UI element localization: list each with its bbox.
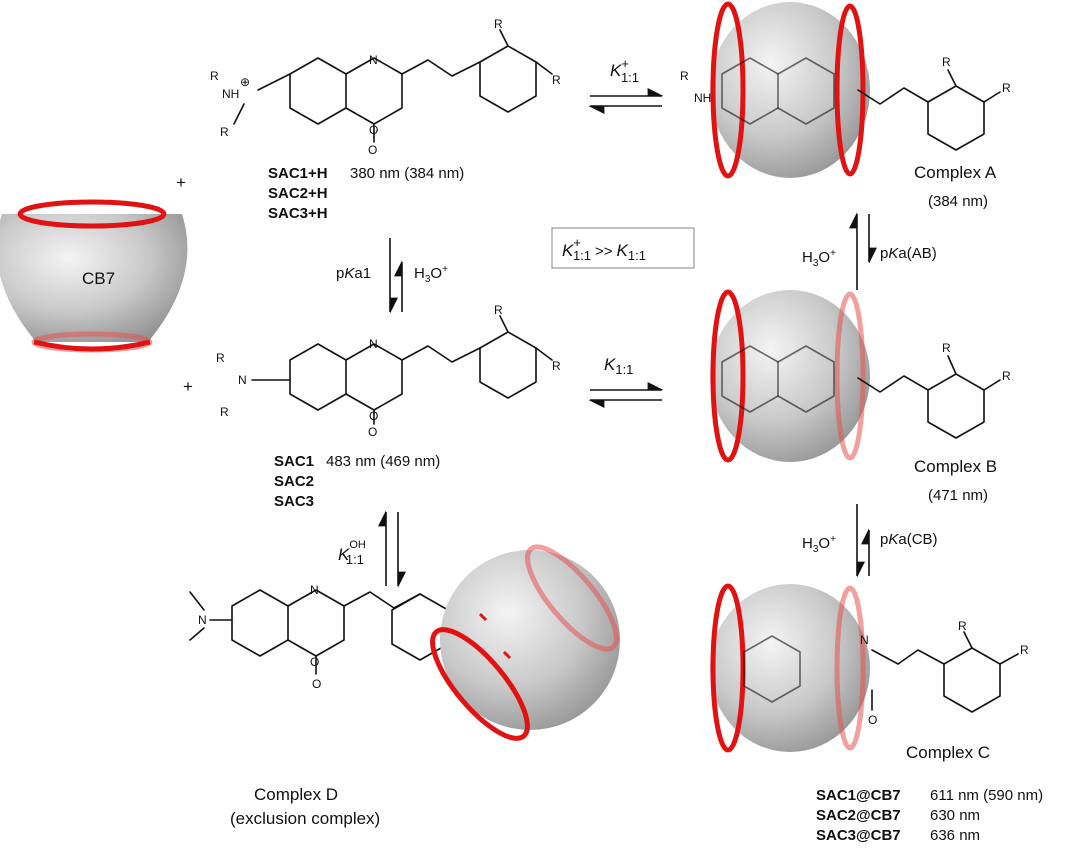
n-amine: N xyxy=(238,373,247,387)
cb7-complex-labels: SAC1@CB7 611 nm (590 nm) SAC2@CB7 630 nm… xyxy=(816,787,1043,844)
r1-top: R xyxy=(210,69,219,83)
complex-a-r1-top: R xyxy=(680,69,689,83)
carbonyl-o-neutral: O xyxy=(368,425,377,439)
complex-c: N O R R Complex C xyxy=(710,583,1029,762)
svg-text:SAC2@CB7: SAC2@CB7 xyxy=(816,807,901,824)
svg-text:SAC3@CB7: SAC3@CB7 xyxy=(816,827,901,844)
complex-d-name: Complex D xyxy=(254,785,338,804)
complex-a-value: (384 nm) xyxy=(928,193,988,210)
r2-ortho: R xyxy=(494,17,503,31)
svg-text:SAC3: SAC3 xyxy=(274,493,314,510)
svg-text:H3O+: H3O+ xyxy=(414,264,448,285)
sac1-cb7-value: 611 nm (590 nm) xyxy=(930,787,1043,804)
svg-text:630 nm: 630 nm xyxy=(930,807,980,824)
svg-text:SAC1: SAC1 xyxy=(274,453,314,470)
complex-a-nh: NH xyxy=(694,91,711,105)
svg-text:H3O+: H3O+ xyxy=(802,248,836,269)
plus-sign-top: + xyxy=(176,173,186,192)
complex-b-value: (471 nm) xyxy=(928,487,988,504)
cb7-label: CB7 xyxy=(82,269,115,288)
svg-text:K+1:1>>K1:1: K+1:1>>K1:1 xyxy=(562,235,646,263)
complex-d-carbonyl-o: O xyxy=(312,677,321,691)
carbonyl-o: O xyxy=(368,143,377,157)
complex-c-r2-ortho: R xyxy=(958,619,967,633)
svg-text:SAC3+H: SAC3+H xyxy=(268,205,328,222)
complex-d-o: O xyxy=(310,655,319,669)
nh-plus-charge: ⊕ xyxy=(240,75,250,89)
svg-text:K1:1: K1:1 xyxy=(604,355,633,377)
complex-c-nh: N xyxy=(860,633,869,647)
r2-ortho-neutral: R xyxy=(494,303,503,317)
complex-c-r2-para: R xyxy=(1020,643,1029,657)
svg-text:380 nm (384 nm): 380 nm (384 nm) xyxy=(350,165,464,182)
sac3h-name: SAC3+H xyxy=(268,205,328,222)
k11-plus-equilibrium: K+1:1 xyxy=(588,56,664,114)
svg-text:pKa(AB): pKa(AB) xyxy=(880,245,937,262)
sac2-name: SAC2 xyxy=(274,473,314,490)
r1-bottom-neutral: R xyxy=(220,405,229,419)
complex-a: R NH R R Complex A (384 nm) xyxy=(680,1,1011,210)
complex-a-name: Complex A xyxy=(914,163,997,182)
k11-equilibrium: K1:1 xyxy=(588,355,664,408)
complex-c-carbonyl-o: O xyxy=(868,713,877,727)
protonated-guest-structure: N O O NH ⊕ R R R R xyxy=(210,17,561,157)
svg-text:611 nm (590 nm): 611 nm (590 nm) xyxy=(930,787,1043,804)
svg-text:SAC1@CB7: SAC1@CB7 xyxy=(816,787,901,804)
r2-para: R xyxy=(552,73,561,87)
k-relation-box: K+1:1>>K1:1 xyxy=(551,227,695,269)
o-atom: O xyxy=(369,123,378,137)
complex-b: R R Complex B (471 nm) xyxy=(710,289,1011,504)
r1-bottom: R xyxy=(220,125,229,139)
sac3-cb7-name: SAC3@CB7 xyxy=(816,827,901,844)
sac1h-name: SAC1+H xyxy=(268,165,328,182)
complex-b-r2-ortho: R xyxy=(942,341,951,355)
sac1-cb7-name: SAC1@CB7 xyxy=(816,787,901,804)
svg-text:K+1:1: K+1:1 xyxy=(610,56,639,85)
sac2h-name: SAC2+H xyxy=(268,185,328,202)
sac1h-value: 380 nm (384 nm) xyxy=(350,165,464,182)
n-atom: N xyxy=(369,53,378,67)
sac2-cb7-value: 630 nm xyxy=(930,807,980,824)
complex-a-r2-ortho: R xyxy=(942,55,951,69)
sac1-value: 483 nm (469 nm) xyxy=(326,453,440,470)
sac2-cb7-name: SAC2@CB7 xyxy=(816,807,901,824)
plus-sign-bottom: + xyxy=(183,377,193,396)
svg-text:pKa1: pKa1 xyxy=(336,265,371,282)
svg-text:H3O+: H3O+ xyxy=(802,534,836,555)
svg-text:SAC2: SAC2 xyxy=(274,473,314,490)
pka-ab-equilibrium: H3O+ pKa(AB) xyxy=(802,212,937,290)
pka1-equilibrium: pKa1 H3O+ xyxy=(336,238,448,314)
svg-text:483 nm (469 nm): 483 nm (469 nm) xyxy=(326,453,440,470)
complex-b-name: Complex B xyxy=(914,457,997,476)
r1-top-neutral: R xyxy=(216,351,225,365)
complex-d-n: N xyxy=(310,583,319,597)
cb7-host: CB7 xyxy=(0,199,188,353)
neutral-guest-structure: N O O N R R R R xyxy=(216,303,561,439)
svg-text:SAC2+H: SAC2+H xyxy=(268,185,328,202)
complex-b-r2-para: R xyxy=(1002,369,1011,383)
svg-text:SAC1+H: SAC1+H xyxy=(268,165,328,182)
complex-d-note: (exclusion complex) xyxy=(230,809,380,828)
protonated-labels: SAC1+H 380 nm (384 nm) SAC2+H SAC3+H xyxy=(268,165,464,222)
r2-para-neutral: R xyxy=(552,359,561,373)
complex-d: N O O N OH OH Complex D (exclusion compl… xyxy=(189,544,620,828)
sac3-cb7-value: 636 nm xyxy=(930,827,980,844)
neutral-labels: SAC1 483 nm (469 nm) SAC2 SAC3 xyxy=(274,453,440,510)
n-atom-neutral: N xyxy=(369,337,378,351)
nh-label: NH xyxy=(222,87,239,101)
sac1-name: SAC1 xyxy=(274,453,314,470)
complex-d-amine-n: N xyxy=(198,613,207,627)
complex-a-r2-para: R xyxy=(1002,81,1011,95)
sac3-name: SAC3 xyxy=(274,493,314,510)
o-atom-neutral: O xyxy=(369,409,378,423)
complex-c-name: Complex C xyxy=(906,743,990,762)
svg-text:pKa(CB): pKa(CB) xyxy=(880,531,938,548)
svg-text:636 nm: 636 nm xyxy=(930,827,980,844)
pka-cb-equilibrium: H3O+ pKa(CB) xyxy=(802,504,938,578)
